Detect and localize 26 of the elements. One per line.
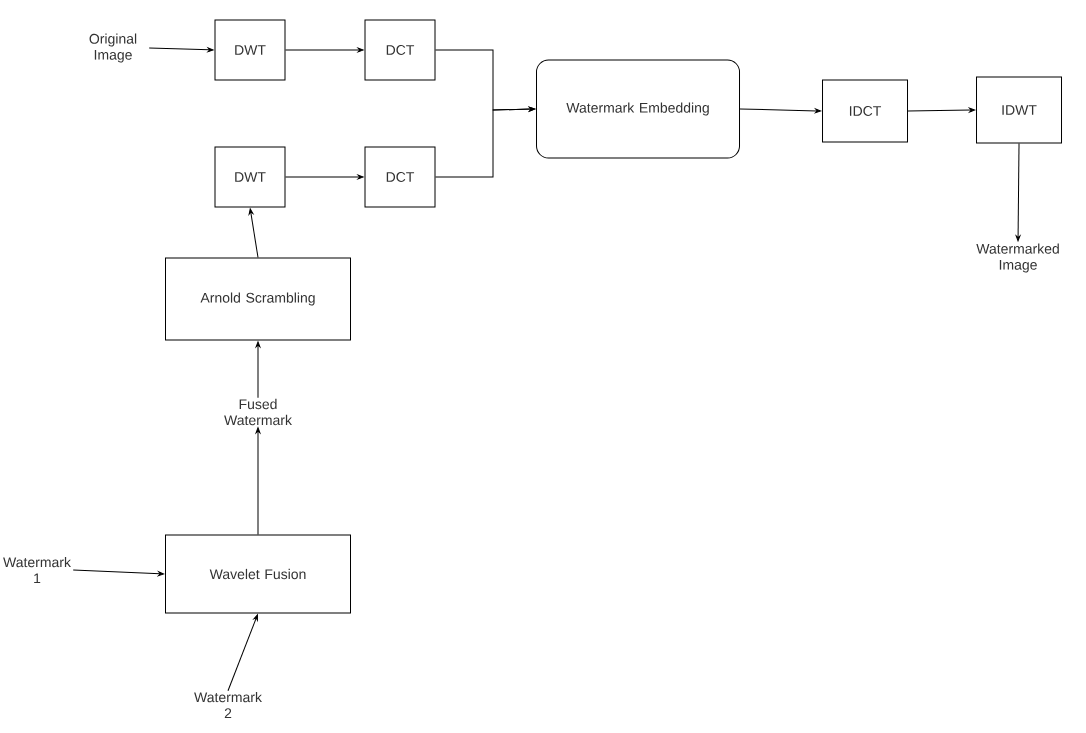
process-box: Watermark Embedding	[536, 59, 740, 159]
io-label: Watermarked Image	[976, 243, 1059, 273]
arrow	[739, 108, 822, 114]
arrow	[148, 47, 214, 53]
arrow	[248, 208, 259, 258]
arrow	[285, 47, 364, 53]
arrow	[227, 614, 258, 692]
process-box: IDCT	[822, 79, 908, 143]
io-label: Watermark 2	[194, 691, 262, 719]
process-box: DWT	[214, 146, 286, 208]
arrow	[255, 341, 261, 399]
process-box: DCT	[364, 19, 436, 81]
arrow	[255, 427, 261, 535]
io-label: Original Image	[89, 33, 137, 63]
process-box: Wavelet Fusion	[165, 534, 351, 614]
process-box: DCT	[364, 146, 436, 208]
process-box: DWT	[214, 19, 286, 81]
process-box: Arnold Scrambling	[165, 257, 351, 341]
arrow	[1015, 143, 1021, 242]
arrow	[72, 569, 165, 577]
process-box: IDWT	[976, 76, 1062, 144]
arrow	[907, 107, 976, 113]
io-label: Watermark 1	[3, 556, 71, 584]
arrow	[285, 174, 364, 180]
io-label: Fused Watermark	[224, 398, 292, 426]
arrow	[435, 106, 536, 178]
